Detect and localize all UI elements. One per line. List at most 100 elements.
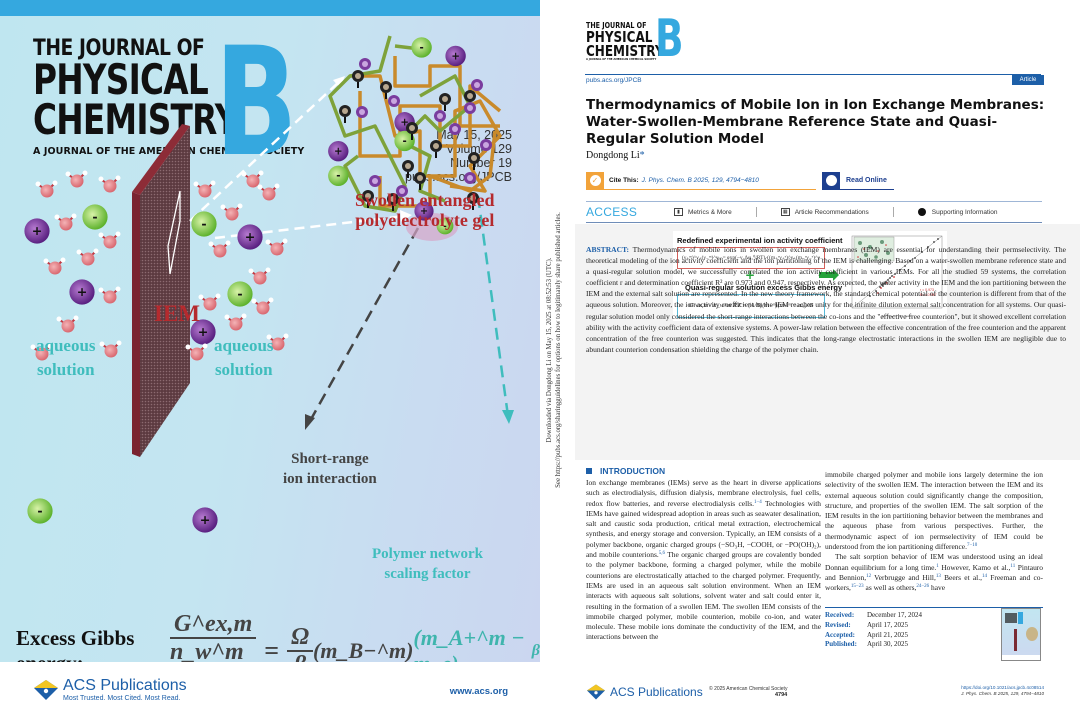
short-range-line1: Short-range xyxy=(291,451,369,467)
cover-website-link[interactable]: www.acs.org xyxy=(449,686,508,697)
issue-cover-thumbnail[interactable] xyxy=(1001,608,1041,661)
cover-top-bar xyxy=(0,0,540,16)
article-masthead-line3: CHEMISTRY xyxy=(586,42,664,60)
copyright: © 2025 American Chemical Society xyxy=(709,686,788,692)
article-masthead-line1: THE JOURNAL OF xyxy=(586,21,647,30)
citation-link[interactable]: 1−4 xyxy=(753,499,762,505)
citation-link[interactable]: 12 xyxy=(866,573,872,579)
article-journal-letter: B xyxy=(655,9,684,69)
doi-block: https://doi.org/10.1021/acs.jpcb.4c08514… xyxy=(961,685,1044,697)
gibbs-coef-num: Ω xyxy=(287,624,313,652)
article-page: THE JOURNAL OF PHYSICAL CHEMISTRY A JOUR… xyxy=(575,0,1087,720)
abstract-label: ABSTRACT: xyxy=(586,245,630,254)
page-number: 4794 xyxy=(775,692,788,698)
toc-plus-icon: + xyxy=(745,268,756,282)
article-acs-logo: ACS Publications xyxy=(586,683,703,701)
cite-label: Cite This: xyxy=(609,177,639,184)
cite-reference: J. Phys. Chem. B 2025, 129, 4794−4810 xyxy=(641,177,759,184)
gibbs-equals: = xyxy=(264,636,280,662)
left-solution-label: aqueous solution xyxy=(36,334,96,382)
supporting-info-icon xyxy=(917,208,926,216)
intro-text: Verbrugge and Hill, xyxy=(871,572,936,582)
download-line: Downloaded via Dongdong Li on May 15, 20… xyxy=(546,257,553,443)
gibbs-coef: Ω β xyxy=(287,624,313,662)
intro-text: Ion exchange membranes (IEMs) serve as t… xyxy=(586,478,821,508)
doi-link[interactable]: https://doi.org/10.1021/acs.jpcb.4c08514 xyxy=(961,685,1044,690)
read-online-button[interactable]: Read Online xyxy=(822,171,894,190)
toc-heading2: Quasi-regular solution excess Gibbs ener… xyxy=(685,283,843,292)
intro-text: immobile charged polymer and mobile ions… xyxy=(825,470,1043,552)
globe-icon xyxy=(822,171,840,190)
citation-link[interactable]: 24−26 xyxy=(916,584,930,590)
date-row-accepted: Accepted:April 21, 2025 xyxy=(825,631,922,641)
intro-text: Freeman and co-workers, xyxy=(825,572,1043,593)
citation-link[interactable]: 7−10 xyxy=(966,543,978,549)
toc-graphic: Redefined experimental ion activity coef… xyxy=(673,231,947,321)
metrics-more-link[interactable]: ▮ Metrics & More xyxy=(674,208,732,216)
section-square-icon xyxy=(586,468,592,474)
supporting-information-link[interactable]: Supporting Information xyxy=(917,208,998,216)
intro-column-left: Ion exchange membranes (IEMs) serve as t… xyxy=(586,478,821,643)
publication-dates: Received: December 17, 2024 Revised:April… xyxy=(825,611,922,650)
cover-acs-logo: ACS Publications Most Trusted. Most Cite… xyxy=(33,677,187,702)
toc-parity-plot: r = 0.973 R² = 0.947 (γ₊ᵐ)^ν₊(γ₋ᵐ)^ν₋ (e… xyxy=(851,235,943,318)
date-row-revised: Revised:April 17, 2025 xyxy=(825,621,922,631)
citation-link[interactable]: 14 xyxy=(981,573,987,579)
left-solution-line2: solution xyxy=(36,360,95,379)
gibbs-equation: Excess Gibbs energy: G^ex,m n_w^m RT = Ω… xyxy=(16,611,540,662)
access-divider xyxy=(892,207,894,217)
cover-illustration: + - xyxy=(24,35,514,533)
citation-link[interactable]: 11 xyxy=(1010,563,1016,569)
toc-equation2: G^ex,m / n_w^m RT = (A/B)(m₋ᵐ)(m₊ᵐ − mₑ)… xyxy=(677,294,825,318)
scaling-line2: scaling factor xyxy=(384,566,471,582)
dates-rule xyxy=(825,607,1043,608)
plot-xlabel: (γ₊ᵐ)^ν₊(γ₋ᵐ)^ν₋ (exp) xyxy=(882,314,912,318)
article-recommendations-label: Article Recommendations xyxy=(794,208,869,216)
cover-artwork: THE JOURNAL OF PHYSICAL CHEMISTRY A JOUR… xyxy=(0,16,540,662)
guidelines-line[interactable]: See https://pubs.acs.org/sharingguidelin… xyxy=(555,212,562,488)
gibbs-exponent: β xyxy=(531,642,540,659)
download-notice-text: Downloaded via Dongdong Li on May 15, 20… xyxy=(545,190,563,510)
intro-text: Pintauro and Bennion, xyxy=(825,562,1043,582)
citation-link[interactable]: 13 xyxy=(935,573,941,579)
gibbs-term2: (m_A+^m − m_e) xyxy=(413,625,525,662)
recommendations-icon: ▦ xyxy=(780,208,790,216)
journal-letter-b: B xyxy=(215,16,298,190)
intro-text: The organic charged groups are covalentl… xyxy=(586,550,821,642)
journal-url-link[interactable]: pubs.acs.org/JPCB xyxy=(586,77,642,84)
abstract-text: Thermodynamics of mobile ions in swollen… xyxy=(586,245,1066,354)
article-type-badge: Article xyxy=(1012,75,1044,85)
article-recommendations-link[interactable]: ▦ Article Recommendations xyxy=(780,208,869,216)
right-solution-line1: aqueous xyxy=(214,336,274,355)
gibbs-coef-den: β xyxy=(294,652,306,662)
access-bar: ACCESS ▮ Metrics & More ▦ Article Recomm… xyxy=(586,201,1042,223)
introduction-heading: INTRODUCTION xyxy=(586,466,665,476)
introduction-heading-label: INTRODUCTION xyxy=(600,466,666,476)
header-rule xyxy=(585,74,1041,75)
article-masthead-line2: PHYSICAL xyxy=(586,28,653,46)
intro-text: However, Kamo et al., xyxy=(938,562,1011,572)
article-publisher: ACS Publications xyxy=(610,685,703,699)
gel-label-line2: polyelectrolyte gel xyxy=(355,210,495,230)
gibbs-lhs: G^ex,m n_w^m RT xyxy=(169,611,257,662)
article-title: Thermodynamics of Mobile Ion in Ion Exch… xyxy=(586,97,1045,147)
short-range-label: Short-range ion interaction xyxy=(283,449,377,489)
author-name[interactable]: Dongdong Li xyxy=(586,150,640,161)
citation-link[interactable]: 5,6 xyxy=(658,551,665,557)
date-label: Received: xyxy=(825,611,855,619)
acs-logo-icon xyxy=(587,684,605,700)
toc-arrow-icon xyxy=(819,269,839,281)
intro-text: have xyxy=(929,583,946,593)
intro-text: Technologies with IEMs have gained wides… xyxy=(586,498,821,560)
abstract: ABSTRACT: Thermodynamics of mobile ions … xyxy=(586,244,1066,355)
author[interactable]: Dongdong Li* xyxy=(586,150,645,161)
date-row-published: Published:April 30, 2025 xyxy=(825,640,922,650)
footer-citation: J. Phys. Chem. B 2025, 129, 4794−4810 xyxy=(961,691,1044,696)
citation-link[interactable]: 15−23 xyxy=(850,584,864,590)
date-value: April 30, 2025 xyxy=(867,640,909,649)
gel-label-line1: Swollen entangled xyxy=(355,190,495,210)
date-value: December 17, 2024 xyxy=(867,611,923,619)
cite-this-button[interactable]: ✓ Cite This: J. Phys. Chem. B 2025, 129,… xyxy=(586,171,816,190)
cover-publisher: ACS Publications xyxy=(63,677,187,694)
citation-link[interactable]: 1 xyxy=(936,563,939,569)
